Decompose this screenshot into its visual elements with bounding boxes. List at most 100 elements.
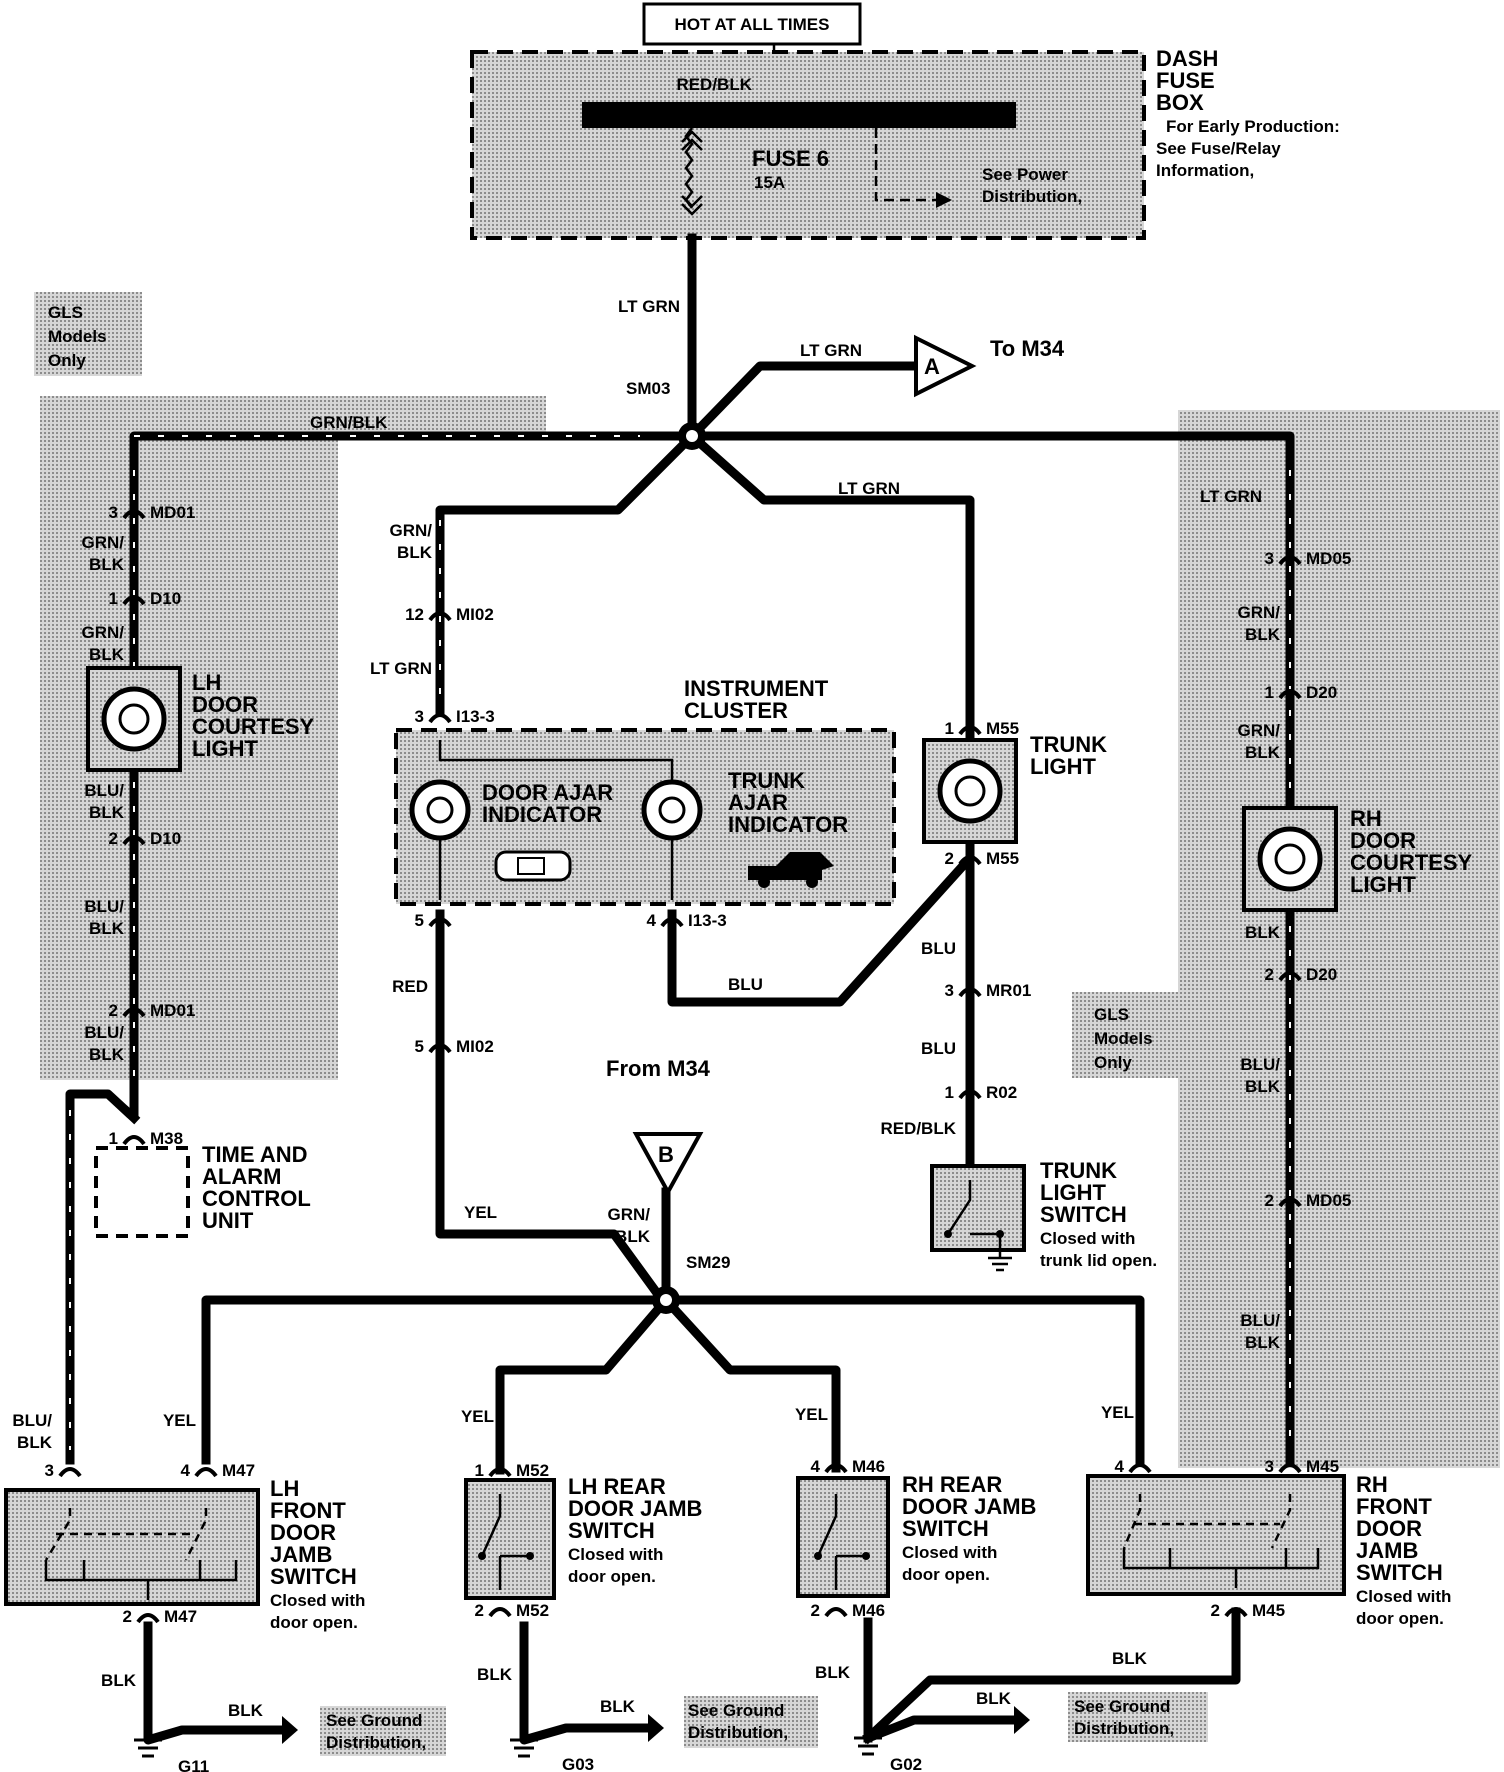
lh-front-switch-line-7: door open.: [270, 1613, 358, 1632]
ground-g02-label: G02: [890, 1755, 922, 1772]
connector-pin-number: 3: [45, 1461, 54, 1480]
cluster-title-1: INSTRUMENT: [684, 676, 829, 701]
connector-a-label: To M34: [990, 336, 1065, 361]
connector-name: M55: [986, 849, 1019, 868]
ground-g11-label: G11: [178, 1757, 209, 1772]
connector-name: I13-3: [456, 707, 495, 726]
wire-label: BLU/: [1240, 1055, 1280, 1074]
trunk-ajar-line-1: TRUNK: [728, 768, 805, 793]
connector-name: M45: [1306, 1457, 1339, 1476]
fuse-box-bus-wire-label: RED/BLK: [676, 75, 752, 94]
wire-label: BLK: [17, 1433, 53, 1452]
ground-note-g02-1: See Ground: [1074, 1697, 1170, 1716]
connector-pin-number: 2: [945, 849, 954, 868]
trunk-light-line-1: TRUNK: [1030, 732, 1107, 757]
wire-label: YEL: [795, 1405, 828, 1424]
connector-pin-number: 2: [475, 1601, 484, 1620]
lh-rear-switch-line-3: SWITCH: [568, 1518, 655, 1543]
wire-label: YEL: [1101, 1403, 1134, 1422]
wire-label: LT GRN: [838, 479, 900, 498]
connector-m55-2: 2 M55: [945, 849, 1020, 868]
wire-label: BLU/: [84, 1023, 124, 1042]
wire-label: BLU: [921, 939, 956, 958]
fuse-box-note-1: For Early Production:: [1166, 117, 1340, 136]
wire-label: BLK: [89, 1045, 125, 1064]
wire-label: BLK: [1112, 1649, 1148, 1668]
connector-name: I13-3: [688, 911, 727, 930]
ground-note-g11-1: See Ground: [326, 1711, 422, 1730]
power-note-line-1: See Power: [982, 165, 1068, 184]
rh-rear-switch-line-5: door open.: [902, 1565, 990, 1584]
wire-label: YEL: [464, 1203, 497, 1222]
connector-pin-number: 3: [109, 503, 118, 522]
lh-front-switch-line-5: SWITCH: [270, 1564, 357, 1589]
wire-label: LT GRN: [618, 297, 680, 316]
wire-label: BLU/: [84, 781, 124, 800]
wire-label: RED: [392, 977, 428, 996]
rh-front-switch-line-2: FRONT: [1356, 1494, 1432, 1519]
connector-pin-number: 3: [1265, 1457, 1274, 1476]
gls-note-mid-3: Only: [1094, 1053, 1132, 1072]
gls-note-top-2: Models: [48, 327, 107, 346]
trunk-light-line-2: LIGHT: [1030, 754, 1097, 779]
wire-label: BLK: [89, 645, 125, 664]
connector-name: M46: [852, 1601, 885, 1620]
ground-symbols: [134, 1736, 882, 1758]
wire-label: BLK: [815, 1663, 851, 1682]
connector-name: M52: [516, 1601, 549, 1620]
fuse-bus-bar: [582, 102, 1016, 128]
power-note-line-2: Distribution,: [982, 187, 1082, 206]
connector-m45-3: 3 M45: [1265, 1457, 1340, 1476]
door-ajar-line-2: INDICATOR: [482, 802, 602, 827]
wire-label: BLK: [101, 1671, 137, 1690]
connector-pin-number: 2: [123, 1607, 132, 1626]
lh-courtesy-line-1: LH: [192, 670, 221, 695]
connector-pin-number: 1: [109, 589, 118, 608]
connector-pin-number: 1: [109, 1129, 118, 1148]
gls-note-mid-2: Models: [1094, 1029, 1153, 1048]
time-alarm-line-2: ALARM: [202, 1164, 281, 1189]
wire-label: BLK: [615, 1227, 651, 1246]
connector-pin-number: 2: [109, 829, 118, 848]
connector-name: D20: [1306, 965, 1337, 984]
ground-g03-label: G03: [562, 1755, 594, 1772]
gls-note-top-1: GLS: [48, 303, 83, 322]
rh-front-switch-line-3: DOOR: [1356, 1516, 1422, 1541]
connector-name: MR01: [986, 981, 1031, 1000]
car-trunk-icon: [748, 852, 834, 888]
gls-note-mid-1: GLS: [1094, 1005, 1129, 1024]
connector-name: M47: [222, 1461, 255, 1480]
rh-rear-door-jamb-switch: [796, 1476, 890, 1598]
connector-name: M47: [164, 1607, 197, 1626]
wire-label: BLK: [89, 919, 125, 938]
lh-courtesy-line-2: DOOR: [192, 692, 258, 717]
rh-courtesy-line-2: DOOR: [1350, 828, 1416, 853]
wire-label: BLU/: [84, 897, 124, 916]
connector-b-label: From M34: [606, 1056, 711, 1081]
connector-pin-3: 3: [45, 1461, 82, 1480]
splice-sm29-label: SM29: [686, 1253, 730, 1272]
wire-label: GRN/: [608, 1205, 651, 1224]
wire-label: BLK: [1245, 1333, 1281, 1352]
lh-rear-door-jamb-switch: [464, 1478, 556, 1600]
cluster-title-2: CLUSTER: [684, 698, 788, 723]
wire-label: YEL: [163, 1411, 196, 1430]
lh-front-switch-line-1: LH: [270, 1476, 299, 1501]
gls-shaded-regions: [34, 292, 1500, 1468]
time-alarm-control-unit: [94, 1146, 190, 1238]
lh-front-door-jamb-switch: [4, 1488, 260, 1606]
rh-rear-switch-line-4: Closed with: [902, 1543, 997, 1562]
